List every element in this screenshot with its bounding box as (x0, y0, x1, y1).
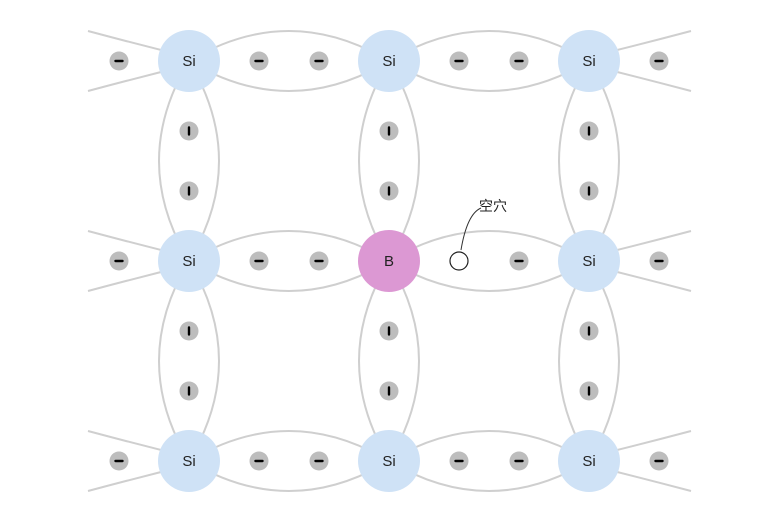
atom-circle (158, 430, 220, 492)
silicon-atom: Si (158, 430, 220, 492)
silicon-atom: Si (558, 30, 620, 92)
atom-label: Si (582, 253, 595, 270)
silicon-atom: Si (158, 30, 220, 92)
silicon-atom: Si (358, 430, 420, 492)
hole-circle (449, 251, 469, 271)
atom-circle (158, 30, 220, 92)
atom-label: B (384, 253, 394, 270)
valence-electrons (109, 51, 669, 471)
atom-circle (358, 430, 420, 492)
silicon-atom: Si (358, 30, 420, 92)
silicon-atom: Si (558, 230, 620, 292)
atom-label: Si (382, 53, 395, 70)
atom-label: Si (582, 453, 595, 470)
hole-leader-line (460, 207, 482, 251)
atom-label: Si (182, 253, 195, 270)
boron-atom: B (358, 230, 420, 292)
atom-circle (158, 230, 220, 292)
hole-annotation: 空穴 (449, 199, 507, 271)
atom-circle (558, 430, 620, 492)
silicon-atom: Si (558, 430, 620, 492)
atom-circle (358, 30, 420, 92)
atom-circle (558, 230, 620, 292)
atom-label: Si (582, 53, 595, 70)
atom-circle (358, 230, 420, 292)
atom-label: Si (182, 453, 195, 470)
silicon-atom: Si (158, 230, 220, 292)
atom-label: Si (382, 453, 395, 470)
hole-label: 空穴 (479, 199, 507, 215)
atom-label: Si (182, 53, 195, 70)
atom-circle (558, 30, 620, 92)
